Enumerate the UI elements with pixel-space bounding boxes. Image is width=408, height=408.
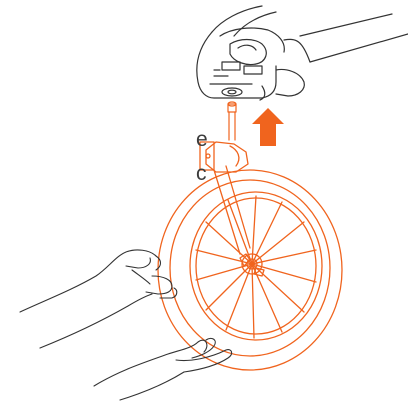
- edge-text-1: e: [196, 129, 208, 150]
- wheel: [158, 142, 342, 370]
- left-hand-back: [20, 250, 156, 312]
- stroller-frame: [197, 6, 408, 100]
- arrow-up-icon: [252, 108, 284, 146]
- hands: [20, 250, 232, 400]
- right-hand-back: [94, 340, 207, 386]
- edge-text-2: c: [196, 163, 207, 184]
- fork-pin: [228, 102, 236, 140]
